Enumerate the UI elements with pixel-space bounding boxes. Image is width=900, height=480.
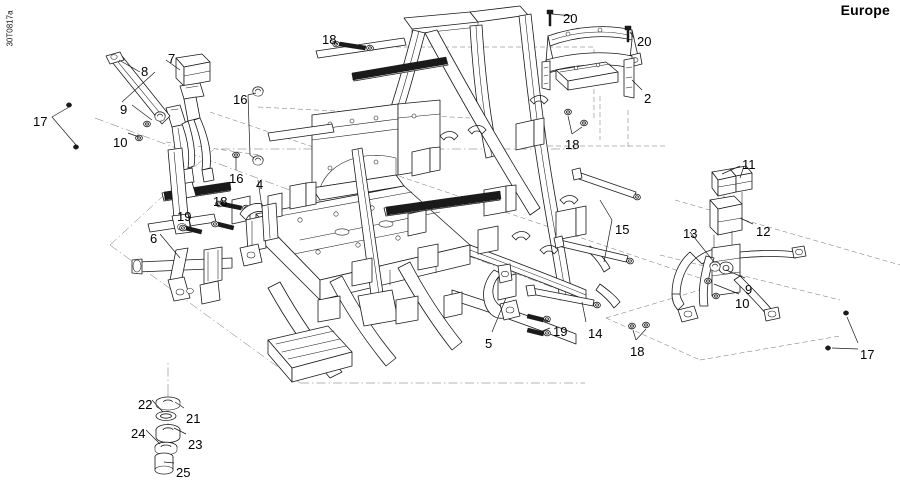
right-a-arm-assembly: [671, 165, 849, 351]
left-shock-assembly: [66, 51, 215, 235]
part-callout-13: 13: [683, 226, 698, 241]
part-callout-12: 12: [756, 224, 771, 239]
part-callout-18: 18: [630, 344, 645, 359]
part-callout-19: 19: [177, 209, 192, 224]
part-callout-17: 17: [33, 114, 48, 129]
support-plate-5: [483, 263, 552, 337]
long-bolts: [525, 167, 642, 309]
left-lower-parts: [131, 40, 650, 330]
part-callout-23: 23: [188, 437, 203, 452]
region-label: Europe: [840, 2, 890, 18]
part-callout-19: 19: [553, 324, 568, 339]
part-callout-11: 11: [742, 157, 756, 172]
part-callout-2: 2: [644, 91, 652, 106]
part-callout-21: 21: [186, 411, 201, 426]
washer-stack: [154, 396, 181, 475]
leader-lines: [51, 13, 859, 464]
part-callout-4: 4: [256, 177, 264, 192]
part-callout-22: 22: [138, 397, 153, 412]
part-callout-10: 10: [735, 296, 750, 311]
part-callout-10: 10: [113, 135, 128, 150]
part-callout-25: 25: [176, 465, 191, 480]
part-callout-24: 24: [131, 426, 146, 441]
part-callout-7: 7: [168, 51, 176, 66]
part-callout-8: 8: [141, 64, 149, 79]
part-callout-5: 5: [485, 336, 493, 351]
part-callout-9: 9: [120, 102, 128, 117]
front-bumper-bracket-group: [541, 9, 643, 99]
explosion-reference-lines: [94, 46, 900, 432]
part-callout-18: 18: [322, 32, 337, 47]
part-callout-16: 16: [233, 92, 248, 107]
part-callout-20: 20: [563, 11, 578, 26]
part-callout-15: 15: [615, 222, 630, 237]
part-callout-14: 14: [588, 326, 603, 341]
part-callout-18: 18: [213, 194, 228, 209]
part-callout-6: 6: [150, 231, 158, 246]
main-frame-structure: [147, 5, 621, 383]
part-callout-18: 18: [565, 137, 580, 152]
part-callout-20: 20: [637, 34, 652, 49]
part-callout-9: 9: [745, 282, 753, 297]
drawing-code: 30T0817a: [5, 10, 15, 47]
part-callout-17: 17: [860, 347, 875, 362]
part-callout-16: 16: [229, 171, 244, 186]
